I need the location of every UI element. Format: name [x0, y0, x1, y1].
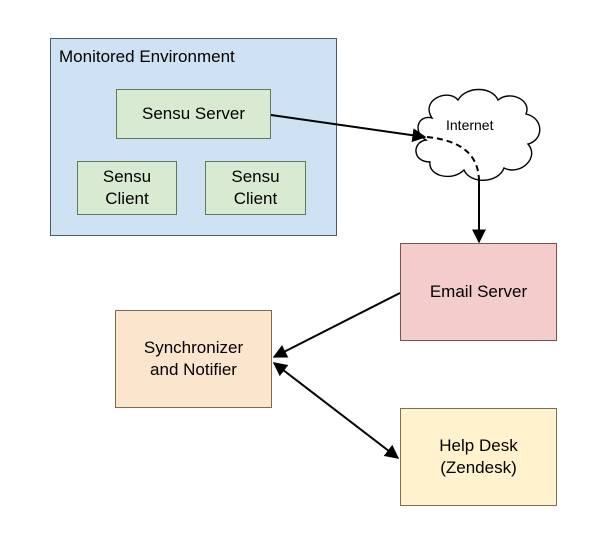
email-to-synchronizer-arrow: [272, 292, 401, 358]
email-server-node[interactable]: Email Server: [400, 243, 557, 341]
monitored-environment-label: Monitored Environment: [59, 47, 235, 66]
internet-cloud-icon[interactable]: [415, 88, 541, 181]
sensu-server-node[interactable]: Sensu Server: [116, 89, 271, 139]
sensu-client-node[interactable]: Sensu Client: [205, 161, 306, 215]
sensu-client-node[interactable]: Sensu Client: [77, 161, 177, 215]
internet-label: Internet: [446, 117, 494, 133]
synchronizer-node[interactable]: Synchronizer and Notifier: [115, 310, 272, 408]
synchronizer-helpdesk-arrow: [272, 362, 400, 459]
help-desk-node[interactable]: Help Desk (Zendesk): [400, 408, 557, 506]
server-to-internet-arrow: [270, 114, 427, 143]
